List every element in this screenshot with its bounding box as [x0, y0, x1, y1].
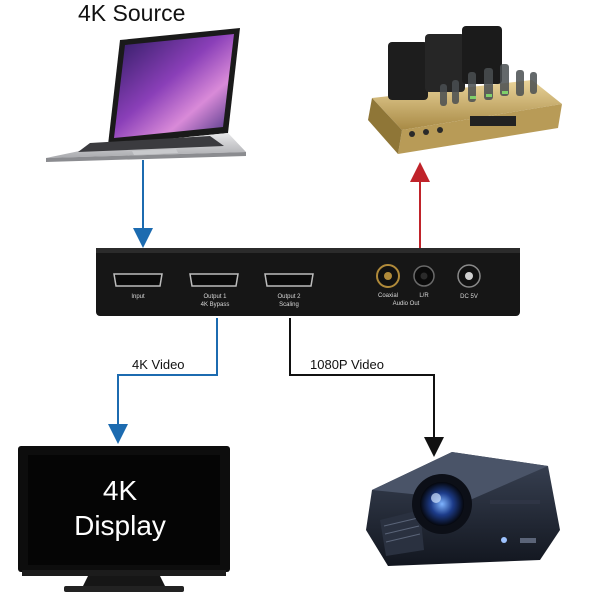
dc-label: DC 5V — [460, 294, 478, 300]
source-title: 4K Source — [78, 0, 186, 26]
tv-icon: 4K Display — [18, 446, 230, 592]
output2-sublabel: Scaling — [279, 302, 299, 308]
lr-label: L/R — [419, 293, 429, 299]
video-4k-label: 4K Video — [132, 357, 185, 372]
projector-icon — [366, 452, 560, 566]
laptop-icon — [46, 28, 246, 162]
splitter-device: Input Output 1 4K Bypass Output 2 Scalin… — [96, 248, 520, 316]
output2-to-projector-arrow — [289, 318, 444, 457]
audio-out-label: Audio Out — [393, 301, 420, 307]
output2-label: Output 2 — [277, 294, 301, 300]
hdmi-output1-port — [189, 273, 239, 287]
output1-sublabel: 4K Bypass — [201, 302, 230, 308]
hdmi-output2-port — [264, 273, 314, 287]
output1-to-display-arrow — [108, 318, 218, 444]
video-1080p-label: 1080P Video — [310, 357, 384, 372]
amplifier-icon — [368, 26, 562, 154]
hdmi-input-port — [113, 273, 163, 287]
display-line2: Display — [74, 510, 166, 541]
input-label: Input — [131, 294, 145, 300]
output1-label: Output 1 — [203, 294, 227, 300]
coaxial-label: Coaxial — [378, 293, 398, 299]
display-line1: 4K — [103, 475, 138, 506]
